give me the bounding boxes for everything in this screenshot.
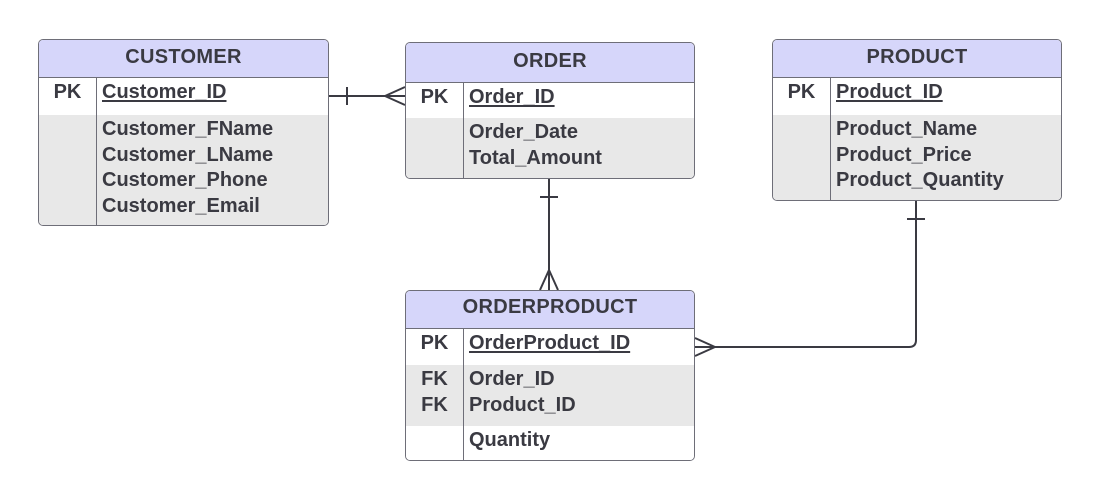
field-quantity[interactable]: Quantity <box>469 429 551 451</box>
field-customer-phone[interactable]: Customer_Phone <box>102 169 268 191</box>
attributes-section: Quantity <box>406 426 694 460</box>
relationship-product-orderproduct <box>694 201 925 357</box>
pk-section: PK OrderProduct_ID <box>406 329 694 365</box>
field-fk-product-id[interactable]: Product_ID <box>469 393 576 416</box>
field-fk-order-id[interactable]: Order_ID <box>469 368 555 390</box>
entity-product[interactable]: PRODUCT PK Product_ID Product_Name Produ… <box>772 39 1062 201</box>
attributes-section: Product_Name Product_Price Product_Quant… <box>773 115 1061 200</box>
pk-section: PK Customer_ID <box>39 78 328 115</box>
field-order-date[interactable]: Order_Date <box>469 121 578 143</box>
field-total-amount[interactable]: Total_Amount <box>469 146 602 169</box>
field-customer-fname[interactable]: Customer_FName <box>102 118 274 140</box>
pk-label: PK <box>53 81 82 103</box>
field-order-id[interactable]: Order_ID <box>469 86 555 108</box>
field-product-name[interactable]: Product_Name <box>836 118 978 140</box>
pk-section: PK Product_ID <box>773 78 1061 115</box>
fk-label: FK <box>421 393 448 416</box>
attributes-section: Customer_FName Customer_LName Customer_P… <box>39 115 328 225</box>
entity-title: ORDERPRODUCT <box>406 291 694 329</box>
cardinality-many-marker <box>384 86 406 106</box>
entity-orderproduct[interactable]: ORDERPRODUCT PK OrderProduct_ID FK FK Or… <box>405 290 695 461</box>
entity-title: PRODUCT <box>773 40 1061 78</box>
pk-section: PK Order_ID <box>406 83 694 118</box>
entity-title: ORDER <box>406 43 694 83</box>
cardinality-many-marker <box>539 269 559 291</box>
field-product-price[interactable]: Product_Price <box>836 143 972 166</box>
field-customer-email[interactable]: Customer_Email <box>102 194 260 217</box>
entity-customer[interactable]: CUSTOMER PK Customer_ID Customer_FName C… <box>38 39 329 226</box>
relationship-order-orderproduct <box>539 179 559 291</box>
attributes-section: Order_Date Total_Amount <box>406 118 694 178</box>
cardinality-many-marker <box>694 337 716 357</box>
fk-section: FK FK Order_ID Product_ID <box>406 365 694 426</box>
fk-label: FK <box>421 368 448 390</box>
field-product-quantity[interactable]: Product_Quantity <box>836 169 1004 191</box>
pk-label: PK <box>420 86 449 108</box>
entity-order[interactable]: ORDER PK Order_ID Order_Date Total_Amoun… <box>405 42 695 179</box>
field-product-id[interactable]: Product_ID <box>836 81 943 103</box>
relationship-customer-order <box>329 86 406 106</box>
pk-label: PK <box>787 81 816 103</box>
field-customer-lname[interactable]: Customer_LName <box>102 143 274 166</box>
entity-title: CUSTOMER <box>39 40 328 78</box>
pk-label: PK <box>420 332 449 354</box>
field-customer-id[interactable]: Customer_ID <box>102 81 227 103</box>
field-orderproduct-id[interactable]: OrderProduct_ID <box>469 332 631 354</box>
